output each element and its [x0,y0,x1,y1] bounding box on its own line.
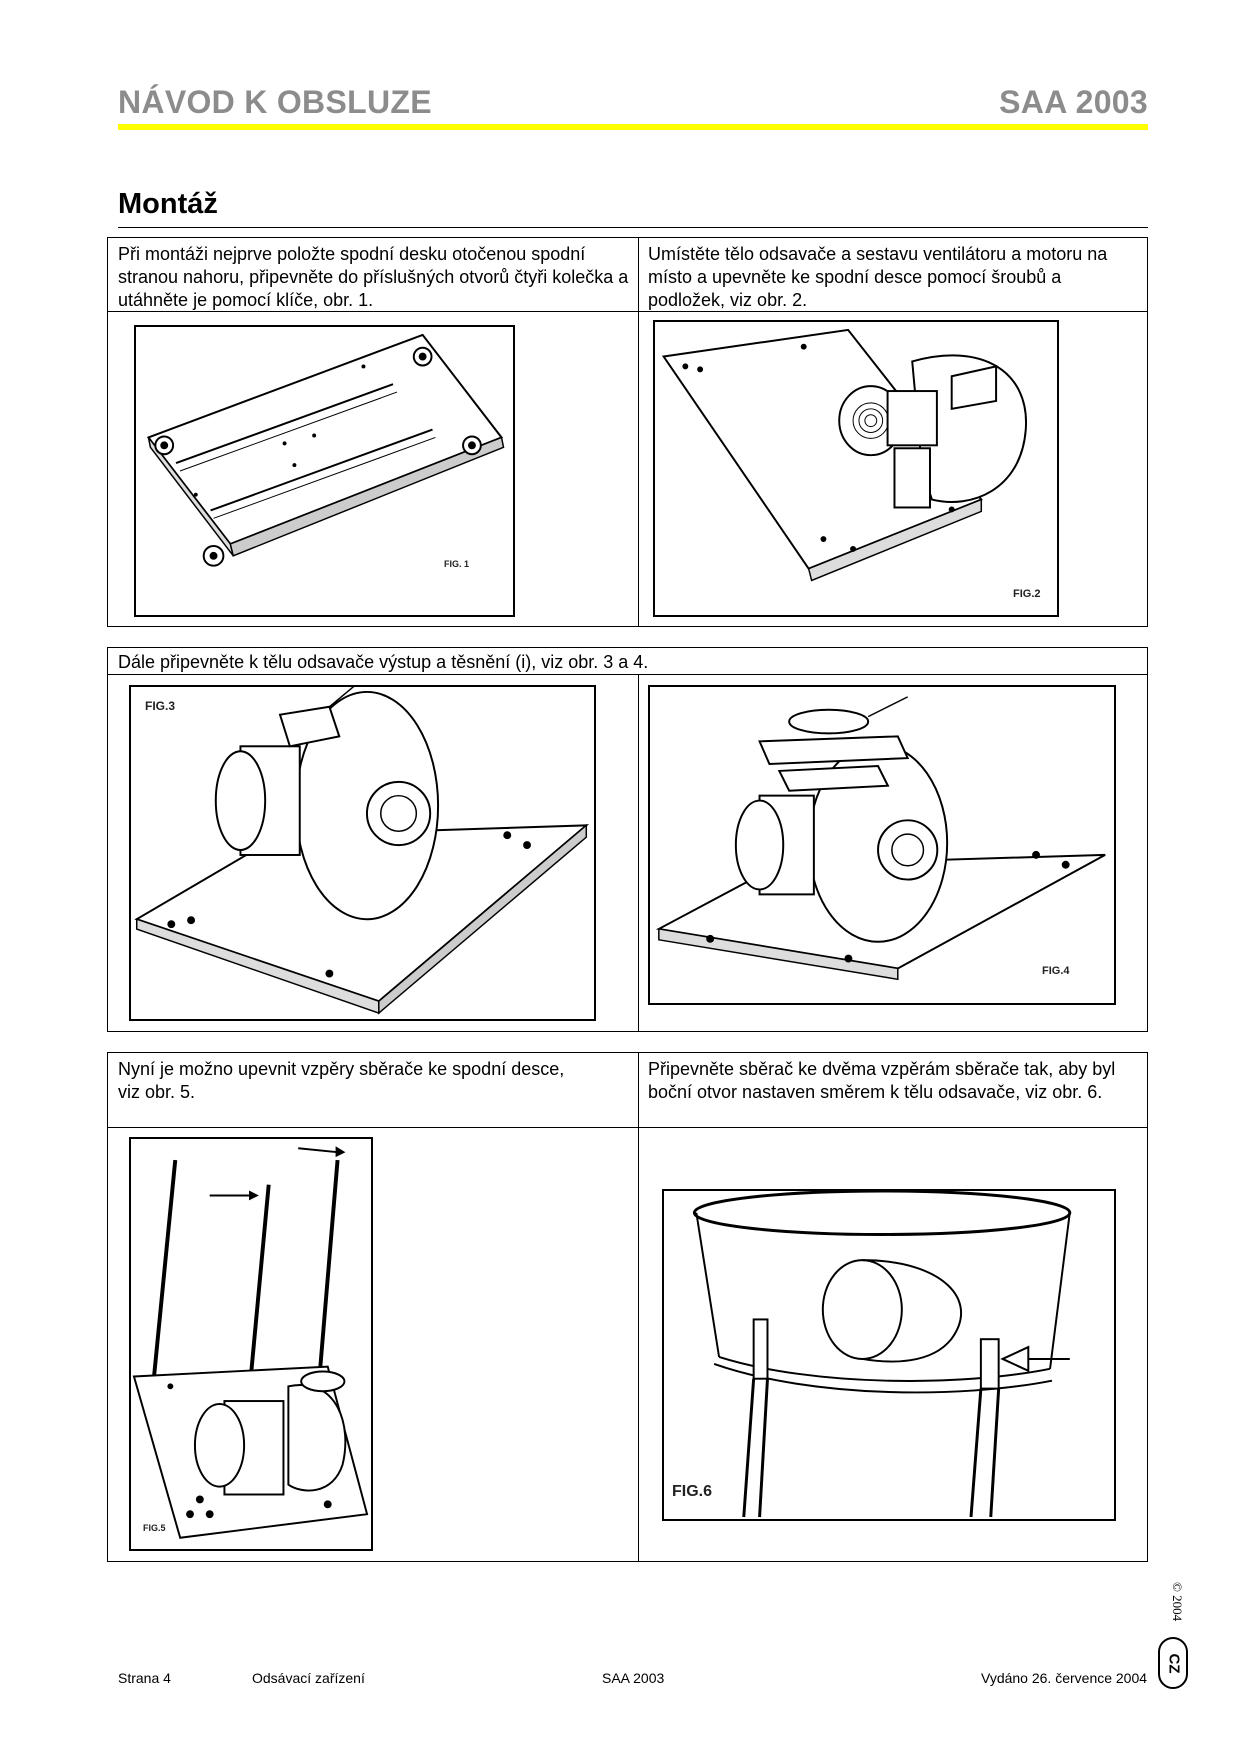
step-2-text: Umístěte tělo odsavače a sestavu ventilá… [648,244,1108,310]
figure-5-label: FIG.5 [143,1523,166,1533]
footer-issued: Vydáno 26. července 2004 [981,1670,1148,1686]
language-badge: CZ [1158,1637,1188,1689]
table-divider [638,674,639,1032]
figure-6-label: FIG.6 [672,1483,713,1500]
language-badge-text: CZ [1165,1653,1183,1674]
step-3-text: Dále připevněte k tělu odsavače výstup a… [118,652,649,672]
step-table-2 [107,647,1148,1032]
figure-6: FIG.6 [662,1189,1116,1521]
section-rule [118,227,1148,228]
step-1-text: Při montáži nejprve položte spodní desku… [118,244,629,310]
fan-motor-on-base-drawing [661,328,1027,582]
figure-3-label: FIG.3 [145,699,176,713]
figure-1-label: FIG. 1 [444,559,470,569]
figure-1: FIG. 1 [134,325,515,617]
step-5-text: Připevněte sběrač ke dvěma vzpěrám sběra… [648,1059,1116,1102]
footer-model: SAA 2003 [602,1670,665,1686]
collector-mounting-drawing [692,1191,1072,1518]
figure-4-label: FIG.4 [1042,965,1070,977]
figure-4: FIG.4 [648,685,1116,1005]
step-4-text: Nyní je možno upevnit vzpěry sběrače ke … [118,1059,565,1102]
footer-product: Odsávací zařízení [252,1670,365,1686]
copyright-text: © 2004 [1170,1582,1185,1622]
table-divider [107,1127,1148,1128]
table-divider [638,237,639,627]
base-plate-with-wheels-drawing [146,333,505,567]
figure-2: FIG.2 [653,320,1059,617]
table-divider [107,674,1148,675]
model-name: SAA 2003 [999,84,1148,120]
figure-3: FIG.3 [129,685,596,1021]
footer-page: Strana 4 [118,1670,171,1686]
figure-2-label: FIG.2 [1013,588,1041,600]
table-divider [638,1052,639,1562]
fan-outlet-drawing [134,687,590,1015]
collector-struts-drawing [132,1146,369,1539]
figure-5: FIG.5 [129,1137,373,1551]
section-title: Montáž [118,188,218,220]
step-table-3 [107,1052,1148,1562]
outlet-and-seal-drawing [655,696,1106,981]
table-divider [107,311,1148,312]
header-rule [118,124,1148,130]
copyright-note: © 2004 [1163,1582,1203,1642]
document-title: NÁVOD K OBSLUZE [118,84,432,120]
step-table-1 [107,237,1148,627]
